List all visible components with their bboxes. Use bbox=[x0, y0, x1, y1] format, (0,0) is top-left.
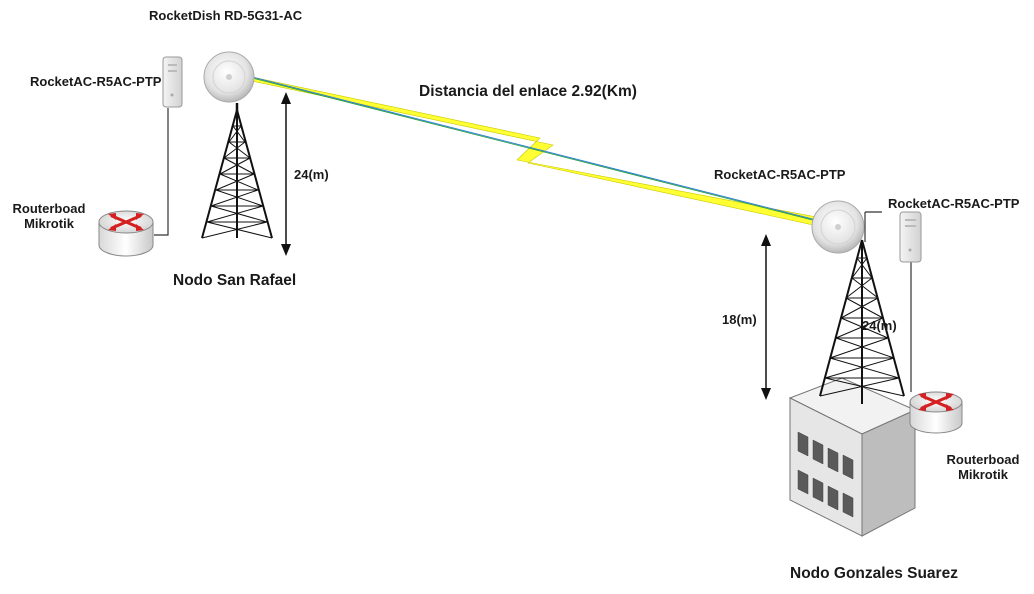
ethernet-cable bbox=[154, 108, 169, 236]
building-icon bbox=[788, 377, 917, 537]
router-label-san-rafael: Routerboad Mikrotik bbox=[8, 201, 90, 231]
node-gonzales-suarez bbox=[761, 200, 963, 537]
building-height-arrow bbox=[761, 234, 771, 400]
router-label-line1: Routerboad bbox=[946, 452, 1020, 467]
dish-antenna-icon bbox=[203, 51, 255, 103]
dish-antenna-icon bbox=[811, 200, 865, 254]
tower-height-gonzales-suarez: 24(m) bbox=[862, 318, 897, 333]
tower-height-san-rafael: 24(m) bbox=[294, 167, 329, 182]
tower-height-arrow bbox=[281, 92, 291, 256]
building-height-gonzales-suarez: 18(m) bbox=[722, 312, 757, 327]
link-distance-label: Distancia del enlace 2.92(Km) bbox=[419, 83, 637, 100]
router-label-line1: Routerboad bbox=[12, 201, 86, 216]
router-icon bbox=[909, 391, 963, 434]
node-name-san-rafael: Nodo San Rafael bbox=[173, 272, 297, 289]
router-label-line2: Mikrotik bbox=[958, 467, 1008, 482]
dish-label-san-rafael: RocketDish RD-5G31-AC bbox=[149, 8, 303, 23]
node-name-gonzales-suarez: Nodo Gonzales Suarez bbox=[790, 565, 958, 582]
link-line bbox=[251, 76, 833, 225]
tower-icon bbox=[819, 239, 905, 404]
router-icon bbox=[98, 210, 154, 257]
radio-label-gonzales-suarez: RocketAC-R5AC-PTP bbox=[888, 196, 1020, 211]
node-san-rafael bbox=[98, 51, 291, 257]
tower-icon bbox=[201, 103, 273, 239]
router-label-gonzales-suarez: Routerboad Mikrotik bbox=[938, 452, 1028, 482]
radio-label-san-rafael: RocketAC-R5AC-PTP bbox=[30, 74, 162, 89]
link-line bbox=[251, 77, 833, 226]
router-label-line2: Mikrotik bbox=[24, 216, 74, 231]
radio-icon bbox=[162, 56, 183, 108]
radio-icon bbox=[899, 211, 922, 263]
dish-label-gonzales-suarez: RocketAC-R5AC-PTP bbox=[714, 167, 846, 182]
